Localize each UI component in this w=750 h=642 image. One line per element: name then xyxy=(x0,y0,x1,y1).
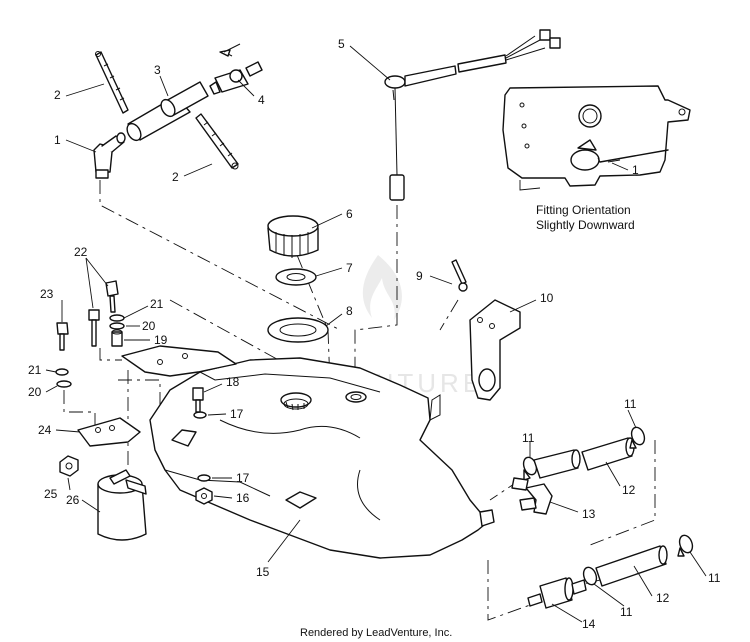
callout-3: 3 xyxy=(154,63,161,77)
callout-11-c: 11 xyxy=(708,571,721,585)
part-elbow-13 xyxy=(511,477,553,515)
callout-4: 4 xyxy=(258,93,265,107)
part-washer-20b xyxy=(56,380,72,388)
part-bolt-23 xyxy=(56,322,69,351)
part-nut-25 xyxy=(59,455,79,477)
part-lockwasher-21 xyxy=(109,314,125,322)
part-cap-gasket xyxy=(275,268,317,286)
part-hose-12c xyxy=(595,545,668,587)
callout-1: 1 xyxy=(54,133,61,147)
callout-leaders xyxy=(45,45,707,623)
callout-13: 13 xyxy=(582,507,596,521)
callout-10: 10 xyxy=(540,291,554,305)
callout-18: 18 xyxy=(226,375,240,389)
inset-caption-line1: Fitting Orientation xyxy=(536,203,631,217)
callout-11-b: 11 xyxy=(624,397,637,411)
part-bolt-18 xyxy=(192,387,204,413)
part-fuel-level-sender xyxy=(384,29,561,201)
callout-12-upper: 12 xyxy=(622,483,636,497)
callout-6: 6 xyxy=(346,207,353,221)
callout-11-a: 11 xyxy=(522,431,535,445)
part-mounting-bracket xyxy=(469,299,521,401)
callout-8: 8 xyxy=(346,304,353,318)
footer-credit: Rendered by LeadVenture, Inc. xyxy=(300,627,452,639)
callout-9: 9 xyxy=(416,269,423,283)
callout-2-upper: 2 xyxy=(54,88,61,102)
part-bolt-22a xyxy=(105,280,119,313)
part-filter-bracket xyxy=(77,417,141,447)
callout-16: 16 xyxy=(236,491,250,505)
callout-20-upper: 20 xyxy=(142,319,156,333)
callout-21-upper: 21 xyxy=(150,297,164,311)
part-washer-17-lower xyxy=(197,474,211,482)
part-screw xyxy=(451,259,468,292)
callout-21-lower: 21 xyxy=(28,363,42,377)
part-clamp-11b xyxy=(629,426,646,449)
callout-20-lower: 20 xyxy=(28,385,42,399)
part-fuel-cap xyxy=(267,215,319,258)
part-clamp-upper xyxy=(95,51,129,114)
callout-inset-1: 1 xyxy=(632,163,639,177)
inset-fitting-orientation: 1 Fitting Orientation Slightly Downward xyxy=(502,85,691,232)
part-clamp-11c xyxy=(582,566,598,586)
callout-numbers: 1 2 3 4 2 5 6 7 8 9 10 22 23 21 20 19 21… xyxy=(28,37,721,631)
callout-15: 15 xyxy=(256,565,270,579)
part-spacer-19 xyxy=(111,329,123,347)
part-washer-17-upper xyxy=(193,411,207,419)
callout-7: 7 xyxy=(346,261,353,275)
callout-19: 19 xyxy=(154,333,168,347)
part-nut-16 xyxy=(195,487,213,505)
callout-12-lower: 12 xyxy=(656,591,670,605)
part-hose-12a xyxy=(533,449,581,479)
part-tank-bracket xyxy=(121,345,237,377)
callout-2-lower: 2 xyxy=(172,170,179,184)
part-clamp-11d xyxy=(677,534,694,557)
part-fuel-hose xyxy=(126,81,209,142)
callout-25: 25 xyxy=(44,487,58,501)
part-elbow-fitting xyxy=(93,132,126,179)
part-inline-filter-14 xyxy=(527,577,587,609)
part-clamp-lower xyxy=(195,113,239,170)
callout-26: 26 xyxy=(66,493,80,507)
part-fuel-tank xyxy=(149,357,495,559)
callout-17-upper: 17 xyxy=(230,407,244,421)
callout-17-lower: 17 xyxy=(236,471,250,485)
part-lockwasher-21b xyxy=(55,368,69,376)
callout-24: 24 xyxy=(38,423,52,437)
callout-23: 23 xyxy=(40,287,54,301)
part-bolt-22b xyxy=(88,309,100,347)
callout-5: 5 xyxy=(338,37,345,51)
callout-22: 22 xyxy=(74,245,88,259)
callout-11-d: 11 xyxy=(620,605,633,619)
inset-caption-line2: Slightly Downward xyxy=(536,218,635,232)
part-fuel-filter xyxy=(97,469,147,541)
part-filler-seal xyxy=(267,317,329,343)
part-shutoff-valve xyxy=(209,43,263,95)
part-washer-20 xyxy=(109,322,125,330)
callout-14: 14 xyxy=(582,617,596,631)
